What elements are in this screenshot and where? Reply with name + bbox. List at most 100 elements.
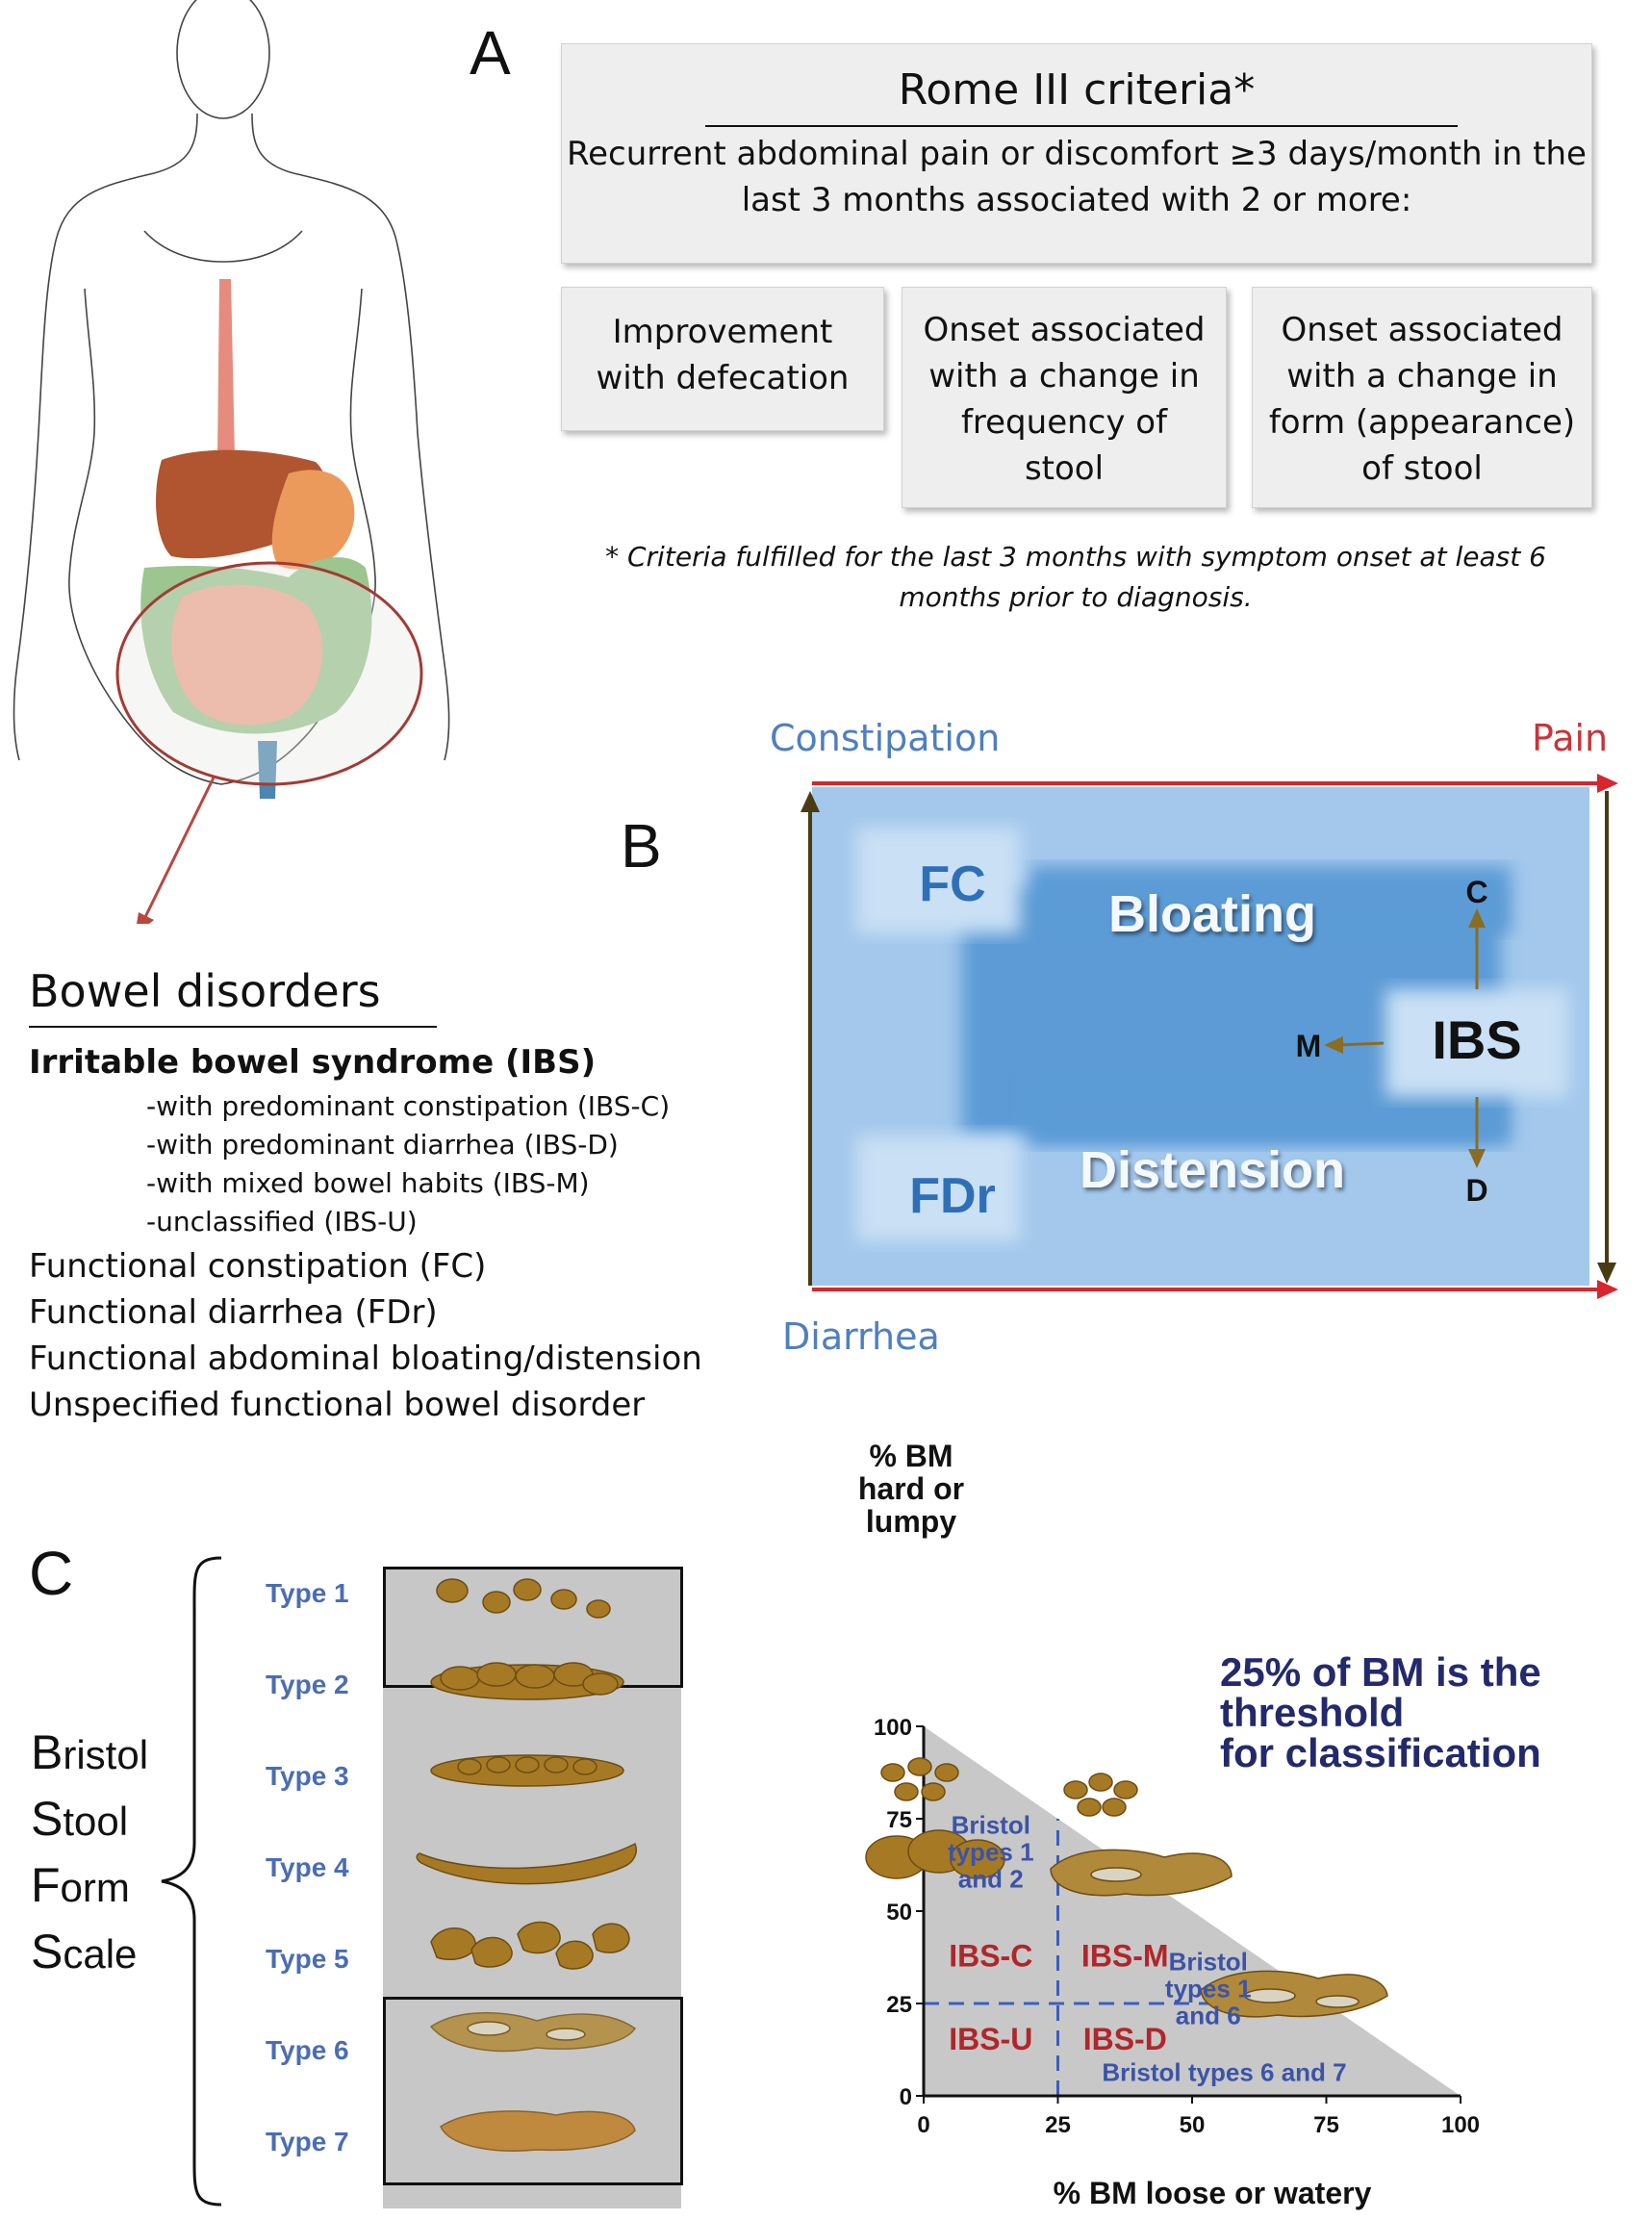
bristol-note-2-line-3: and 6 <box>1176 2001 1241 2029</box>
rome-criteria-intro-line-2: last 3 months associated with 2 or more: <box>741 181 1412 219</box>
disorder-bloating: Functional abdominal bloating/distension <box>29 1340 702 1378</box>
spectrum-top-band <box>1029 866 1511 933</box>
criterion-card-frequency: Onset associated with a change in freque… <box>902 287 1227 508</box>
y-tick-label: 100 <box>874 1715 912 1741</box>
stool-type-7 <box>440 2110 636 2152</box>
criterion-card-improvement: Improvement with defecation <box>561 287 884 431</box>
ibs-subtype-m: -with mixed bowel habits (IBS-M) <box>146 1167 590 1199</box>
x-tick-label: 75 <box>1313 2112 1339 2138</box>
d-label: D <box>1465 1173 1487 1208</box>
fc-block <box>856 828 1020 933</box>
bowel-highlight-circle <box>115 561 423 786</box>
bristol-note-1-line-1: Bristol <box>952 1810 1030 1839</box>
bristol-stool-images <box>416 1578 637 2152</box>
x-tick-label: 0 <box>917 2112 929 2138</box>
type-4-label: Type 4 <box>266 1852 349 1882</box>
bristol-note-2-line-2: types 1 <box>1165 1974 1252 2003</box>
chart-ylabel-line-3: lumpy <box>866 1504 956 1539</box>
right-down-arrowhead <box>1597 1263 1616 1284</box>
region-label-ibs-c: IBS-C <box>949 1939 1032 1974</box>
bristol-note-3-line-1: Bristol types 6 and 7 <box>1102 2058 1346 2087</box>
rome-criteria-card: Rome III criteria* Recurrent abdominal p… <box>561 43 1592 264</box>
classification-annotation-line-3: for classification <box>1220 1730 1541 1775</box>
bottom-red-arrowhead <box>1597 1280 1618 1299</box>
body-illustration <box>13 0 450 924</box>
type-3-label: Type 3 <box>266 1761 349 1791</box>
criterion-2-line-1: Onset associated <box>923 311 1206 349</box>
ibs-block <box>1385 989 1568 1097</box>
type-7-label: Type 7 <box>266 2127 349 2156</box>
torso-outline <box>13 113 450 761</box>
fc-label: FC <box>919 856 985 912</box>
stool-type-3 <box>430 1754 624 1787</box>
ibs-heading: Irritable bowel syndrome (IBS) <box>29 1043 597 1082</box>
panel-letter-a: A <box>470 18 511 88</box>
distension-label: Distension <box>1080 1141 1345 1199</box>
classification-annotation-line-1: 25% of BM is the <box>1220 1649 1541 1695</box>
bristol-word-4: Scale <box>31 1925 138 1978</box>
ibs-label: IBS <box>1432 1009 1521 1070</box>
ibs-subtype-c: -with predominant constipation (IBS-C) <box>146 1090 671 1122</box>
stool-type-2 <box>430 1662 624 1700</box>
rome-footnote: * Criteria fulfilled for the last 3 mont… <box>561 537 1590 618</box>
head-outline <box>176 0 270 119</box>
stool-type-1 <box>436 1578 611 1619</box>
stool-type-6 <box>429 2012 637 2053</box>
panel-letter-b: B <box>621 811 662 880</box>
esophagus <box>217 279 235 457</box>
chart-stool-types-6-7-right <box>1200 1970 1388 2018</box>
x-tick-label: 100 <box>1441 2112 1480 2138</box>
criterion-2-line-3: frequency of <box>960 403 1168 442</box>
arrow-to-d <box>1468 1149 1486 1168</box>
criterion-1-line-2: with defecation <box>596 359 850 397</box>
y-tick-label: 50 <box>886 1900 912 1926</box>
rome-criteria-intro-line-1: Recurrent abdominal pain or discomfort ≥… <box>567 135 1587 173</box>
rome-footnote-line-1: * Criteria fulfilled for the last 3 mont… <box>605 541 1546 573</box>
pain-label: Pain <box>1532 717 1609 759</box>
arrow-to-c <box>1468 908 1486 928</box>
y-tick-label: 75 <box>886 1807 912 1833</box>
fdr-block <box>856 1136 1020 1241</box>
small-intestine <box>171 584 323 726</box>
fdr-label: FDr <box>909 1168 996 1224</box>
rome-criteria-title: Rome III criteria* <box>898 65 1256 115</box>
stool-type-4 <box>416 1842 637 1885</box>
criterion-3-line-3: form (appearance) <box>1268 403 1576 442</box>
chart-ylabel-line-2: hard or <box>858 1471 964 1506</box>
criterion-3-line-1: Onset associated <box>1281 311 1563 349</box>
classification-annotation-line-2: threshold <box>1220 1690 1404 1735</box>
diarrhea-label: Diarrhea <box>782 1315 940 1358</box>
y-tick-label: 0 <box>900 2084 912 2110</box>
top-red-arrowhead <box>1597 774 1618 793</box>
type-1-label: Type 1 <box>266 1578 349 1608</box>
left-up-arrowhead <box>801 791 820 812</box>
stomach <box>271 470 355 570</box>
criterion-1-line-1: Improvement <box>612 313 833 351</box>
panel-letter-c: C <box>29 1539 74 1608</box>
chart-xlabel: % BM loose or watery <box>1054 2176 1372 2210</box>
region-label-ibs-u: IBS-U <box>949 2022 1032 2056</box>
rome-title-rule <box>705 125 1458 127</box>
stool-type-5 <box>430 1921 630 1970</box>
bristol-word-2: Stool <box>31 1792 129 1846</box>
type-2-label: Type 2 <box>266 1670 349 1699</box>
chart-stool-types-1-2-left <box>865 1757 1005 1879</box>
bristol-note-1-line-2: types 1 <box>948 1837 1034 1866</box>
criterion-3-line-4: of stool <box>1361 449 1483 488</box>
bloating-label: Bloating <box>1108 885 1316 943</box>
rome-footnote-line-2: months prior to diagnosis. <box>899 581 1253 613</box>
disorder-fc: Functional constipation (FC) <box>29 1247 487 1286</box>
m-label: M <box>1296 1029 1322 1063</box>
bristol-word-1: Bristol <box>31 1725 149 1779</box>
bristol-scale-words: Bristol Stool Form Scale <box>31 1721 148 1986</box>
type-5-label: Type 5 <box>266 1944 349 1974</box>
x-tick-label: 50 <box>1180 2112 1206 2138</box>
criterion-card-form: Onset associated with a change in form (… <box>1252 287 1592 508</box>
bristol-word-3: Form <box>31 1858 130 1912</box>
bristol-note-2-line-1: Bristol <box>1169 1947 1248 1976</box>
c-label: C <box>1465 875 1487 909</box>
disorder-fdr: Functional diarrhea (FDr) <box>29 1293 438 1332</box>
ibs-subtype-d: -with predominant diarrhea (IBS-D) <box>146 1129 619 1161</box>
bristol-note-1-line-3: and 2 <box>958 1864 1024 1893</box>
